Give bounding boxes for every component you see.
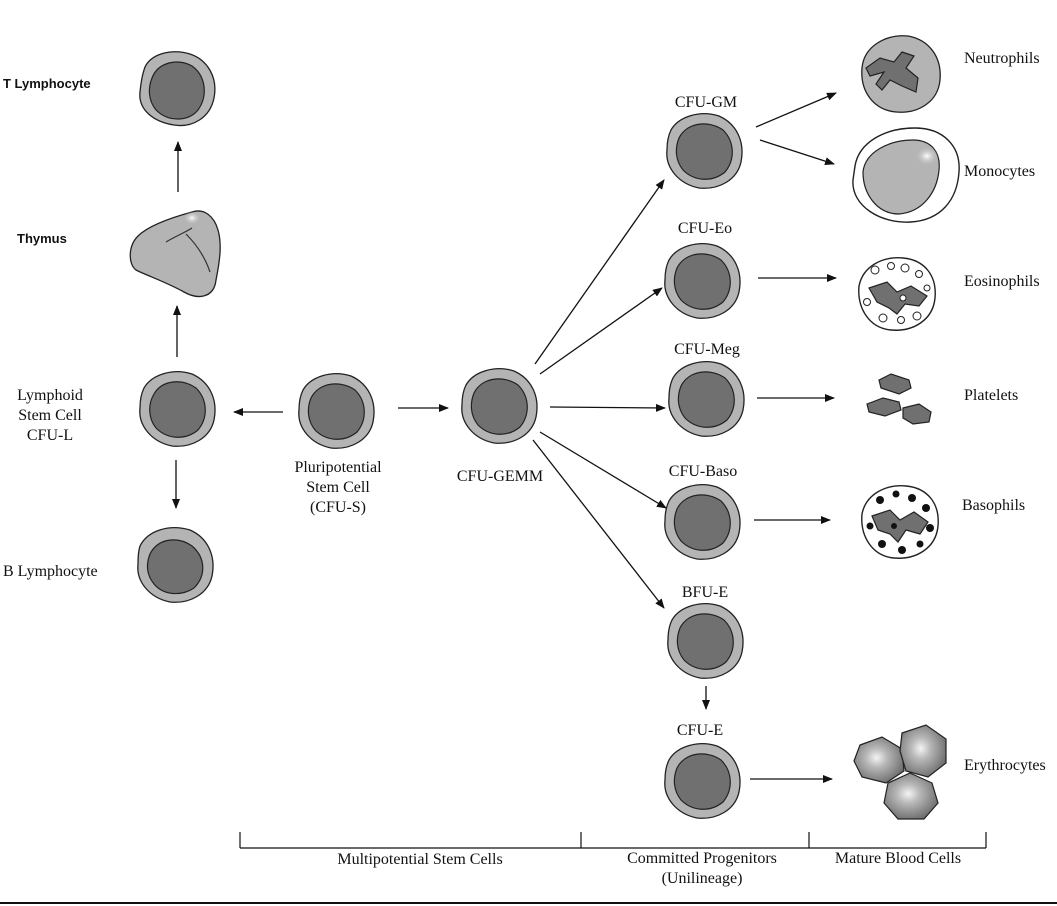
- label-multipotential-stem-cells: Multipotential Stem Cells: [337, 851, 503, 868]
- platelets: [866, 373, 932, 425]
- arrow-gemm-to-baso: [539, 431, 667, 509]
- label-pluri-line3: (CFU-S): [309, 499, 367, 516]
- label-bfu-e: BFU-E: [681, 584, 729, 601]
- label-lymphoid-stem-cell: Lymphoid Stem Cell CFU-L: [0, 386, 105, 446]
- arrow-gemm-to-bfu: [532, 439, 665, 609]
- label-neutrophils: Neutrophils: [964, 50, 1040, 67]
- arrows: [172, 92, 837, 783]
- label-erythrocytes: Erythrocytes: [964, 757, 1046, 774]
- label-t-lymphocyte: T Lymphocyte: [3, 76, 91, 91]
- label-cfu-eo: CFU-Eo: [677, 220, 733, 237]
- cfu-gemm-cell: [461, 368, 538, 444]
- thymus-shape: [129, 210, 221, 298]
- cfu-eo-cell: [664, 243, 741, 319]
- label-eosinophils: Eosinophils: [964, 273, 1040, 290]
- label-lymphoid-line3: CFU-L: [26, 427, 74, 444]
- label-committed-progenitors: Committed Progenitors (Unilineage): [627, 849, 777, 889]
- cfu-meg-cell: [668, 361, 745, 437]
- label-cfu-meg: CFU-Meg: [674, 341, 740, 358]
- label-cfu-gemm: CFU-GEMM: [456, 468, 544, 485]
- cfu-gm-cell: [666, 113, 743, 189]
- b-lymphocyte-cell: [137, 527, 214, 603]
- label-basophils: Basophils: [962, 497, 1026, 514]
- label-monocytes: Monocytes: [964, 163, 1036, 180]
- arrow-gemm-to-eo: [539, 287, 663, 375]
- arrow-gm-to-neutrophil: [755, 92, 837, 128]
- t-lymphocyte-cell: [139, 51, 216, 127]
- label-lymphoid-line2: Stem Cell: [18, 407, 82, 424]
- label-pluri-line2: Stem Cell: [306, 479, 370, 496]
- pluripotential-stem-cell: [298, 373, 375, 449]
- cfu-e-cell: [664, 743, 741, 819]
- bfu-e-cell: [667, 603, 744, 679]
- label-committed-line2: (Unilineage): [661, 870, 743, 887]
- arrow-gm-to-monocyte: [759, 139, 835, 166]
- label-platelets: Platelets: [964, 387, 1019, 404]
- label-cfu-baso: CFU-Baso: [668, 463, 738, 480]
- label-pluripotential-stem-cell: Pluripotential Stem Cell (CFU-S): [294, 458, 381, 518]
- label-b-lymphocyte: B Lymphocyte: [3, 563, 98, 580]
- neutrophil-cell: [861, 35, 941, 113]
- label-pluri-line1: Pluripotential: [294, 459, 382, 476]
- arrow-gemm-to-meg: [549, 403, 666, 412]
- erythrocytes: [853, 724, 947, 820]
- label-committed-line1: Committed Progenitors: [627, 850, 777, 867]
- stage-bracket: [239, 832, 987, 849]
- monocyte-cell: [852, 127, 960, 223]
- eosinophil-cell: [858, 257, 936, 331]
- label-thymus: Thymus: [17, 231, 67, 246]
- label-cfu-e: CFU-E: [676, 722, 724, 739]
- cfu-baso-cell: [664, 484, 741, 560]
- label-mature-blood-cells: Mature Blood Cells: [834, 850, 962, 867]
- basophil-cell: [861, 485, 939, 559]
- label-lymphoid-line1: Lymphoid: [17, 387, 83, 404]
- lymphoid-stem-cell: [139, 371, 216, 447]
- label-cfu-gm: CFU-GM: [674, 94, 738, 111]
- arrow-gemm-to-gm: [534, 179, 665, 365]
